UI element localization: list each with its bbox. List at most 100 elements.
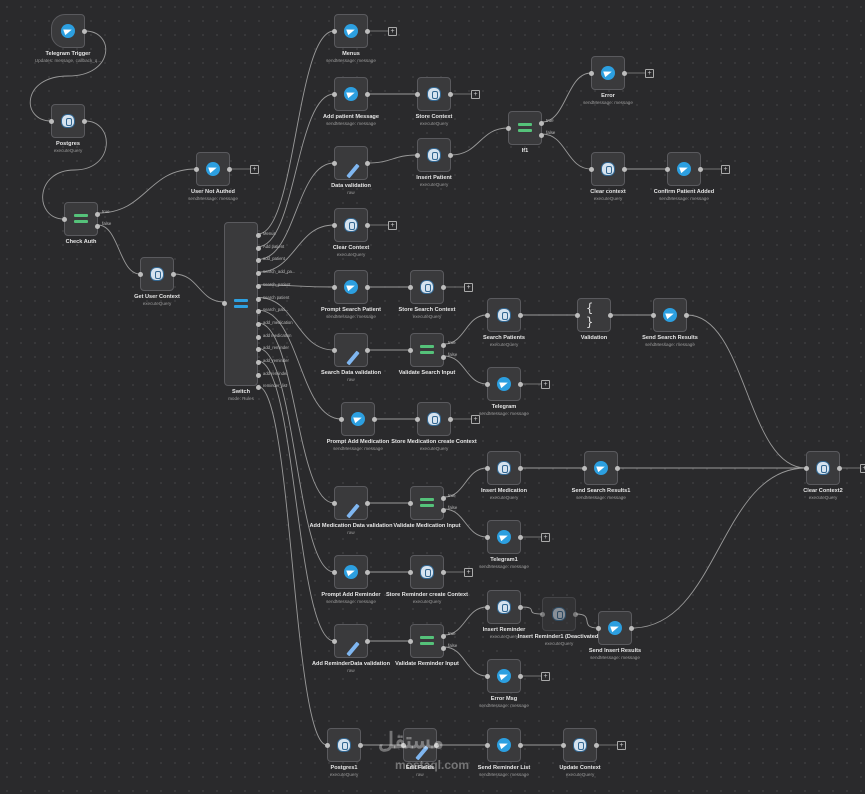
output-port[interactable] [365,348,370,353]
input-port[interactable] [415,153,420,158]
output-port[interactable] [518,743,523,748]
input-port[interactable] [49,119,54,124]
input-port[interactable] [332,348,337,353]
output-port[interactable] [698,167,703,172]
output-port[interactable] [594,743,599,748]
output-port[interactable] [365,285,370,290]
add-node-button[interactable]: + [541,672,550,681]
switch-output-port[interactable] [256,334,261,340]
node-store-reminder-create-context[interactable] [408,555,446,589]
output-port[interactable] [82,119,87,124]
output-port-false[interactable] [539,133,544,138]
output-port[interactable] [615,466,620,471]
node-validate-medication-input[interactable] [408,486,446,520]
output-port[interactable] [365,639,370,644]
input-port[interactable] [408,285,413,290]
input-port[interactable] [582,466,587,471]
switch-output-port[interactable] [256,372,261,378]
output-port-true[interactable] [95,212,100,217]
node-add-medication-data-validation[interactable] [332,486,370,520]
add-node-button[interactable]: + [464,283,473,292]
node-prompt-search-patient[interactable] [332,270,370,304]
input-port[interactable] [332,29,337,34]
output-port[interactable] [629,626,634,631]
input-port[interactable] [485,674,490,679]
switch-output-port[interactable] [256,296,261,302]
input-port[interactable] [408,570,413,575]
input-port[interactable] [485,605,490,610]
node-send-search-results[interactable] [651,298,689,332]
node-telegram1[interactable] [485,520,523,554]
output-port[interactable] [227,167,232,172]
input-port[interactable] [332,639,337,644]
output-port[interactable] [837,466,842,471]
node-insert-reminder[interactable] [485,590,523,624]
output-port[interactable] [684,313,689,318]
switch-output-port[interactable] [256,385,261,391]
input-port[interactable] [62,217,67,222]
output-port-false[interactable] [95,224,100,229]
node-add-reminderdata-validation[interactable] [332,624,370,658]
node-insert-reminder1[interactable] [540,597,578,631]
switch-output-port[interactable] [256,360,261,365]
add-node-button[interactable]: + [645,69,654,78]
output-port-true[interactable] [539,121,544,126]
node-search-data-validation[interactable] [332,333,370,367]
input-port[interactable] [401,743,406,748]
output-port-true[interactable] [441,496,446,501]
node-validation[interactable]: { } [575,298,613,332]
input-port[interactable] [332,570,337,575]
node-store-medication-create-context[interactable] [415,402,453,436]
node-data-validation[interactable] [332,146,370,180]
add-node-button[interactable]: + [617,741,626,750]
add-node-button[interactable]: + [464,568,473,577]
node-send-search-results-1[interactable] [582,451,620,485]
input-port[interactable] [415,92,420,97]
input-port[interactable] [194,167,199,172]
input-port[interactable] [540,612,545,617]
input-port[interactable] [325,743,330,748]
input-port[interactable] [138,272,143,277]
node-validate-reminder-input[interactable] [408,624,446,658]
output-port[interactable] [608,313,613,318]
output-port[interactable] [365,223,370,228]
node-prompt-add-medication[interactable] [339,402,377,436]
add-node-button[interactable]: + [541,380,550,389]
node-search-patients[interactable] [485,298,523,332]
input-port[interactable] [589,167,594,172]
node-postgres[interactable] [49,104,87,138]
node-error[interactable] [589,56,627,90]
output-port[interactable] [365,501,370,506]
output-port[interactable] [365,570,370,575]
node-insert-medication[interactable] [485,451,523,485]
add-node-button[interactable]: + [471,90,480,99]
node-menus[interactable] [332,14,370,48]
node-validate-search-input[interactable] [408,333,446,367]
output-port[interactable] [518,382,523,387]
add-node-button[interactable]: + [860,464,865,473]
input-port[interactable] [485,743,490,748]
add-node-button[interactable]: + [388,27,397,36]
switch-output-port[interactable] [256,321,261,327]
node-clear-context-2[interactable] [332,208,370,242]
output-port[interactable] [358,743,363,748]
output-port[interactable] [441,570,446,575]
output-port[interactable] [622,71,627,76]
output-port-false[interactable] [441,508,446,513]
output-port[interactable] [434,743,439,748]
node-error-msg[interactable] [485,659,523,693]
input-port[interactable] [665,167,670,172]
output-port[interactable] [518,674,523,679]
switch-output-port[interactable] [256,245,261,251]
add-node-button[interactable]: + [471,415,480,424]
input-port[interactable] [575,313,580,318]
switch-output-port[interactable] [256,347,261,353]
input-port[interactable] [332,501,337,506]
node-update-context[interactable] [561,728,599,762]
add-node-button[interactable]: + [721,165,730,174]
input-port[interactable] [339,417,344,422]
node-if1[interactable] [506,111,544,145]
output-port[interactable] [372,417,377,422]
input-port[interactable] [332,92,337,97]
